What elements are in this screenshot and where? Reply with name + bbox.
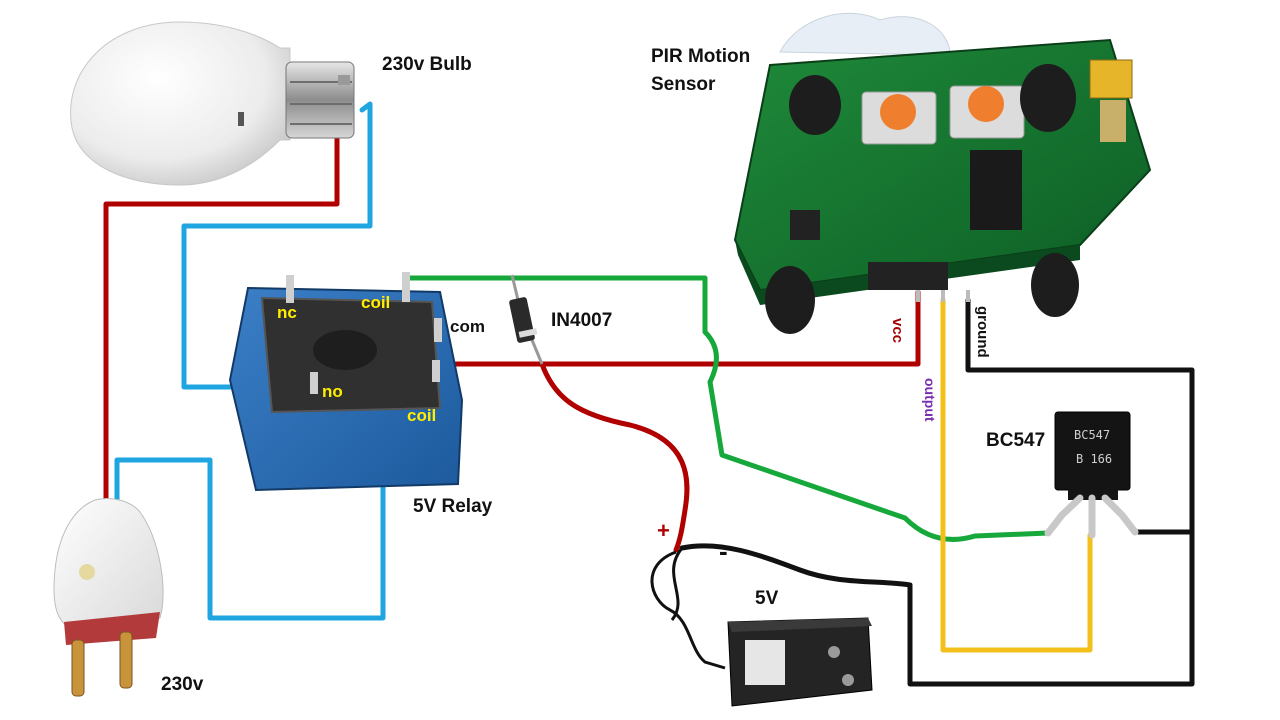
transistor-label: BC547: [986, 430, 1045, 451]
adapter-positive-wire: [539, 361, 690, 553]
phase-wire-plug-to-bulb: [103, 127, 340, 503]
relay-label: 5V Relay: [413, 496, 493, 517]
bulb-label: 230v Bulb: [382, 54, 472, 75]
neutral-wire-bulb-to-relay-no: [181, 101, 373, 390]
pir-label-line2: Sensor: [651, 74, 716, 95]
relay-pin-coil-top-label: coil: [361, 293, 390, 312]
vcc-label: vcc: [889, 318, 906, 343]
adapter-negative-label: -: [719, 536, 728, 566]
transistor-chip-text-line2: B 166: [1076, 452, 1112, 466]
relay-pin-no-label: no: [322, 382, 343, 401]
ground-wire-pir-to-transistor: [965, 297, 1195, 535]
output-label: output: [922, 378, 938, 422]
relay-icon: [228, 272, 464, 492]
led-bulb-icon: [70, 21, 355, 186]
pir-label-line1: PIR Motion: [651, 46, 750, 67]
signal-wire-coil-to-transistor: [405, 275, 1051, 542]
relay-pin-com-label: com: [450, 317, 485, 336]
transistor-chip-text-line1: BC547: [1074, 428, 1110, 442]
output-wire: [940, 297, 1093, 653]
adapter-positive-label: +: [657, 518, 670, 543]
adapter-negative-wire: [679, 529, 1195, 687]
power-adapter-icon: [650, 547, 873, 707]
relay-pin-coil-bottom-label: coil: [407, 406, 436, 425]
diode-icon: [509, 274, 544, 365]
pir-sensor-board-icon: [733, 12, 1152, 334]
two-pin-plug-icon: [53, 498, 164, 697]
relay-pin-nc-label: nc: [277, 303, 297, 322]
transistor-icon: [1044, 411, 1139, 539]
adapter-label: 5V: [755, 588, 779, 609]
diode-label: IN4007: [551, 310, 612, 331]
ground-label: ground: [974, 306, 991, 358]
plug-label: 230v: [161, 674, 204, 695]
